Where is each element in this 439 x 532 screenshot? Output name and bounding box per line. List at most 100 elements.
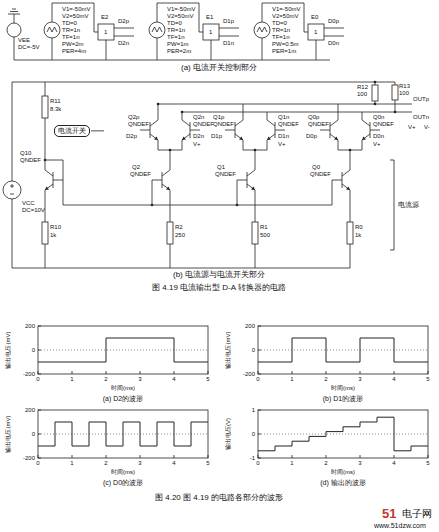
label: TD=0 [62, 20, 77, 26]
tick-marks [38, 326, 208, 374]
label: 1 [252, 407, 255, 413]
label: 1 [70, 460, 73, 466]
label: V2=50mV [272, 13, 299, 19]
pulse-mark [47, 27, 267, 32]
label: (a) 电流开关控制部分 [181, 64, 257, 72]
resistor-symbol [347, 222, 353, 244]
tick-marks [38, 410, 208, 458]
label: Q2 [132, 164, 140, 170]
label: D1n [278, 133, 289, 139]
label: D0p [328, 18, 339, 24]
tick-marks [258, 326, 428, 374]
label: 输出电压(V) [225, 418, 231, 450]
label: 0 [256, 376, 259, 382]
resistor-symbol [42, 96, 48, 118]
label: TR=1n [62, 27, 80, 33]
label: D0n [328, 40, 339, 46]
label: D0n [373, 133, 384, 139]
pulse-source [149, 22, 165, 38]
label: DC=-5V [18, 44, 40, 50]
label: V2=50mV [62, 13, 89, 19]
emitter-arrow [362, 137, 366, 141]
label: 500 [260, 232, 270, 238]
label: 3 [358, 460, 361, 466]
label: PER=4m [62, 48, 86, 54]
label: TD=0 [272, 20, 287, 26]
emitter-arrow [154, 137, 158, 141]
label: 51 [382, 507, 396, 520]
waveform [258, 338, 428, 362]
label: (b) 电流源与电流开关部分 [173, 271, 265, 279]
label: V+ [278, 141, 286, 147]
label: 电子网 [402, 509, 432, 519]
emitter-arrow [334, 137, 338, 141]
label: R2 [175, 224, 183, 230]
label: V+ [373, 141, 381, 147]
label: QNDEF [213, 121, 234, 127]
label: PER=1m [272, 48, 296, 54]
emitter-arrow [166, 187, 170, 191]
label: 图 4.19 电流输出型 D-A 转换器的电路 [152, 284, 286, 292]
label: Q10 [20, 150, 31, 156]
label: 0 [32, 431, 35, 437]
label: V+ [193, 141, 201, 147]
plot-frame [258, 326, 428, 374]
emitter-arrow [239, 137, 243, 141]
label: 200 [245, 323, 255, 329]
label: TD=0 [167, 20, 182, 26]
label: (d) 输出的波形 [320, 479, 366, 486]
label: DC=10V [22, 207, 45, 213]
zero-line [258, 350, 428, 351]
label: PW=2m [62, 41, 84, 47]
zero-line [38, 350, 208, 351]
label: (a) D2的波形 [103, 395, 143, 402]
label: TF=1n [272, 34, 290, 40]
label: E2 [101, 14, 108, 20]
label: 时间(ms) [111, 469, 135, 475]
plot-frame [38, 326, 208, 374]
label: 输出电压(mV) [5, 332, 11, 369]
label: 2 [104, 376, 107, 382]
label: 4 [172, 460, 175, 466]
label: QNDEF [308, 121, 329, 127]
label: 2 [104, 460, 107, 466]
label: Q1n [278, 114, 289, 120]
label: www.51dzw.com [374, 522, 426, 529]
label: 5 [206, 460, 209, 466]
label: 8.3k [50, 106, 61, 112]
label: 250 [175, 232, 185, 238]
resistor-symbol [252, 222, 258, 244]
label: 100 [357, 91, 367, 97]
label: 2 [324, 376, 327, 382]
polarity-mark [10, 184, 14, 194]
label: -200 [243, 371, 255, 377]
label: OUTn [413, 114, 429, 120]
label: PW=0.5m [272, 41, 299, 47]
label: 5 [426, 376, 429, 382]
label: QNDEF [128, 121, 149, 127]
label: Q2p [128, 114, 139, 120]
label: D2p [126, 133, 137, 139]
label: 输出电压(mV) [5, 416, 11, 453]
waveform [38, 338, 208, 362]
label: TR=1n [272, 27, 290, 33]
label: 0 [252, 431, 255, 437]
label: R13 [399, 83, 410, 89]
label: TR=1n [167, 27, 185, 33]
label: 1 [314, 29, 317, 35]
label: D1p [223, 18, 234, 24]
label: TF=1n [62, 34, 80, 40]
transistor-symbol [237, 170, 255, 190]
label: 1 [290, 376, 293, 382]
label: PER=2m [167, 48, 191, 54]
group-box: 电流开关 [54, 125, 90, 137]
label: 0 [252, 347, 255, 353]
label: R0 [355, 224, 363, 230]
label: E1 [206, 14, 213, 20]
label: 0 [36, 460, 39, 466]
emitter-arrow [45, 187, 49, 191]
label: VCC [22, 200, 35, 206]
label: Q2n [193, 114, 204, 120]
zero-line [258, 434, 428, 435]
resistor-symbol [372, 85, 378, 101]
